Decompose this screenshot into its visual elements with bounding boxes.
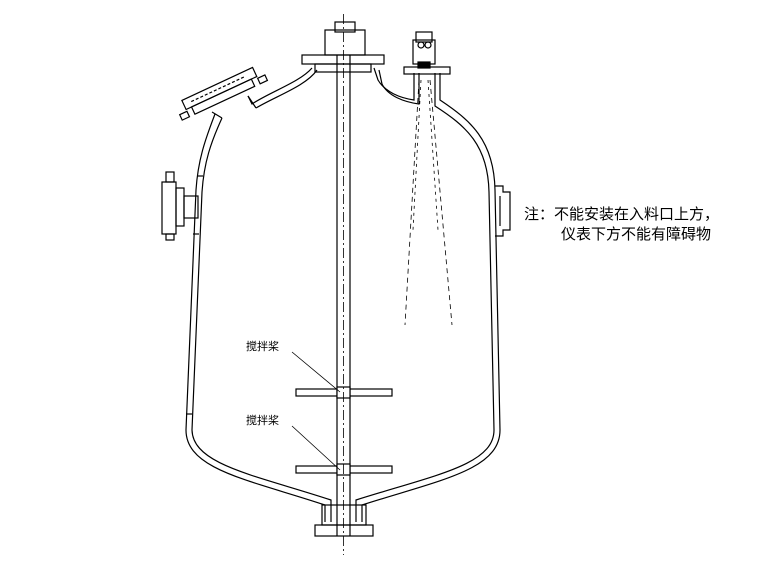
left-nozzle-flange <box>175 187 185 227</box>
right-jacket-nozzle <box>495 185 511 237</box>
agitator-label-upper: 搅拌桨 <box>246 340 279 353</box>
motor-hub <box>334 21 356 33</box>
tank-inner-wall <box>191 69 495 522</box>
installation-note-line1: 注：不能安装在入料口上方， <box>524 205 720 223</box>
top-nozzle-flange <box>301 54 385 65</box>
bottom-nozzle-flange <box>314 524 374 537</box>
left-valve-body <box>161 181 177 235</box>
left-valve-stem <box>165 171 175 183</box>
left-nozzle-neck <box>183 195 199 219</box>
radar-gauge-base <box>417 61 431 69</box>
radar-gauge-indicator-left <box>417 41 425 49</box>
radar-beam-left <box>404 79 420 326</box>
leader-line-lower <box>291 425 341 471</box>
manhole-neck <box>211 95 257 119</box>
top-nozzle-neck <box>314 63 372 73</box>
radar-gauge-indicator-right <box>424 41 432 49</box>
tank-outer-wall <box>185 67 501 522</box>
radar-beam-inner-left <box>412 79 422 231</box>
radar-gauge-head <box>415 31 433 43</box>
left-valve-bottom <box>165 233 175 241</box>
installation-note-line2: 仪表下方不能有障碍物 <box>561 225 712 243</box>
bottom-nozzle-neck <box>321 504 367 526</box>
leader-line-upper <box>291 351 341 393</box>
manhole-cover <box>178 66 269 121</box>
motor-mount <box>324 29 366 56</box>
radar-beam-right <box>429 79 453 326</box>
agitator-label-lower: 搅拌桨 <box>246 414 279 427</box>
